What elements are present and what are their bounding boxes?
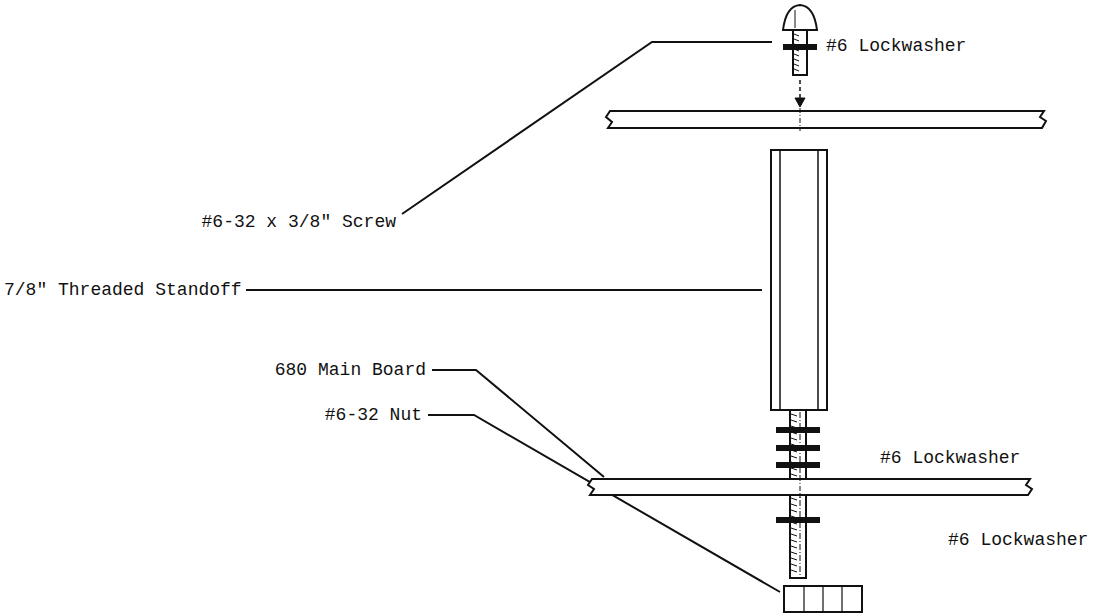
part-label: #6 Lockwasher xyxy=(880,447,1020,469)
part-label: 680 Main Board xyxy=(275,359,426,381)
screw-head xyxy=(783,5,817,30)
main-board xyxy=(588,479,1032,495)
lockwasher xyxy=(777,446,819,450)
thread-stroke xyxy=(794,59,799,61)
part-label: #6 Lockwasher xyxy=(948,529,1088,551)
assembly-arrow xyxy=(799,80,801,100)
thread-stroke xyxy=(791,456,797,458)
lockwasher xyxy=(784,45,816,49)
threaded-standoff xyxy=(771,150,827,410)
part-label: 7/8" Threaded Standoff xyxy=(4,279,242,301)
leader-line xyxy=(246,289,762,291)
thread-stroke xyxy=(791,540,797,542)
thread-stroke xyxy=(791,438,797,440)
part-label: #6 Lockwasher xyxy=(826,35,966,57)
screw-shaft xyxy=(793,30,807,75)
arrowhead xyxy=(795,98,805,107)
nut-flat xyxy=(822,586,823,612)
lockwasher xyxy=(777,463,819,467)
part-label: #6-32 x 3/8" Screw xyxy=(202,211,396,233)
thread-stroke xyxy=(791,498,797,500)
hex-nut xyxy=(784,586,862,612)
thread-stroke xyxy=(791,504,797,506)
thread-stroke xyxy=(791,420,797,422)
top-board xyxy=(606,111,1046,128)
thread-stroke xyxy=(794,54,799,56)
thread-stroke xyxy=(794,39,799,41)
thread-stroke xyxy=(791,570,797,572)
standoff-edge xyxy=(817,150,819,410)
center-line xyxy=(800,108,801,131)
thread-stroke xyxy=(791,558,797,560)
nut-flat xyxy=(841,586,842,612)
thread-stroke xyxy=(791,414,797,416)
thread-stroke xyxy=(791,564,797,566)
screw-slot xyxy=(795,10,796,28)
thread-stroke xyxy=(794,34,799,36)
thread-stroke xyxy=(791,534,797,536)
thread-stroke xyxy=(791,510,797,512)
thread-stroke xyxy=(794,64,799,66)
lockwasher xyxy=(777,518,819,522)
thread-stroke xyxy=(791,552,797,554)
standoff-edge xyxy=(779,150,781,410)
leader-line xyxy=(428,415,780,592)
thread-stroke xyxy=(791,528,797,530)
thread-stroke xyxy=(794,69,799,71)
lockwasher xyxy=(777,428,819,432)
center-line xyxy=(800,476,801,498)
thread-stroke xyxy=(791,468,797,470)
nut-flat xyxy=(803,586,804,612)
part-label: #6-32 Nut xyxy=(325,404,422,426)
leader-line xyxy=(432,370,604,477)
thread-stroke xyxy=(791,474,797,476)
thread-stroke xyxy=(791,546,797,548)
